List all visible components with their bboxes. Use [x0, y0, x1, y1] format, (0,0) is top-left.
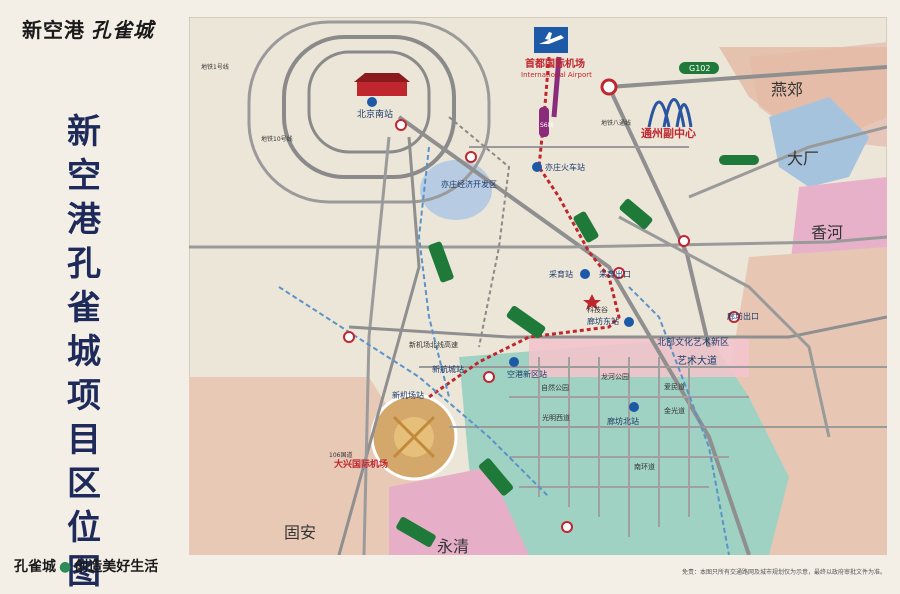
region-yizhuang: [420, 160, 492, 220]
brand-logo: 新空港孔雀城: [22, 14, 154, 43]
label-xinhang-city: 新航城站: [432, 364, 464, 374]
label-beijing-south: 北京南站: [357, 108, 393, 120]
label-xinjichang-north: 新机场北线高速: [409, 340, 458, 349]
label-s6: S6线: [540, 121, 554, 129]
location-pin-icon: ●: [59, 559, 72, 575]
brand-name: 新空港: [22, 18, 85, 42]
label-yanjiao: 燕郊: [771, 80, 803, 99]
label-tongzhou: 通州副中心: [641, 126, 696, 140]
location-map: 燕郊 大厂 香河 固安 永清 首都国际机场 International Airp…: [189, 17, 887, 555]
tongzhou-landmark-icon: [647, 98, 693, 128]
slogan-text: 创造美好生活: [74, 559, 159, 575]
label-guangming-west: 光明西道: [542, 413, 570, 422]
label-xianghe: 香河: [811, 223, 843, 242]
label-daxing-airport: 大兴国际机场: [334, 458, 388, 470]
label-rail-line8: 地铁八通线: [601, 119, 631, 127]
brand-project: 孔雀城: [91, 18, 154, 42]
label-xinjichang: 新机场站: [392, 390, 424, 400]
label-rail-line10: 地铁10号线: [261, 135, 293, 143]
label-nanhuan: 南环道: [634, 462, 655, 471]
label-caiyu-exit: 采育出口: [599, 269, 631, 279]
disclaimer: 免责：本图只所有交通路网及城市规划仅为示意，最终以政府审批文件为准。: [681, 569, 886, 576]
capital-airport-icon: [534, 27, 568, 53]
label-capital-airport-en: International Airport: [521, 71, 592, 79]
label-langfang-east: 廊坊东站: [587, 316, 619, 326]
tiananmen-icon: [354, 73, 410, 96]
slogan-brand: 孔雀城: [14, 559, 56, 575]
label-langfang-north: 廊坊北站: [607, 416, 639, 426]
label-langfang-exit: 廊坊出口: [727, 311, 759, 321]
label-caiyu-station: 采育站: [549, 269, 573, 279]
label-yizhuang: 亦庄经济开发区: [441, 179, 497, 189]
label-ziran-park: 自然公园: [541, 383, 569, 392]
region-dachang: [769, 97, 869, 187]
label-aimin: 爱民道: [664, 382, 685, 391]
label-art-avenue: 艺术大道: [677, 354, 717, 367]
footer-slogan: 孔雀城●创造美好生活: [14, 556, 158, 576]
label-capital-airport: 首都国际机场: [525, 57, 585, 70]
label-yizhuang-train: 亦庄火车站: [545, 162, 585, 172]
region-langfang: [459, 337, 789, 555]
label-longhe-park: 龙河公园: [601, 372, 629, 381]
label-dachang: 大厂: [787, 149, 819, 168]
label-rail-line1: 地铁1号线: [201, 63, 229, 71]
label-g106: 106国道: [329, 451, 352, 459]
label-jinguang: 金光道: [664, 406, 685, 415]
label-kongang-new: 空港新区站: [507, 369, 547, 379]
page-title: 新空港孔雀城项目区位图: [67, 112, 101, 592]
label-kejigu: 科技谷: [587, 305, 608, 314]
label-art-district: 北部文化艺术新区: [657, 336, 729, 348]
label-guan: 固安: [284, 523, 316, 542]
label-yongqing: 永清: [437, 537, 469, 555]
label-g102: G102: [689, 64, 710, 73]
